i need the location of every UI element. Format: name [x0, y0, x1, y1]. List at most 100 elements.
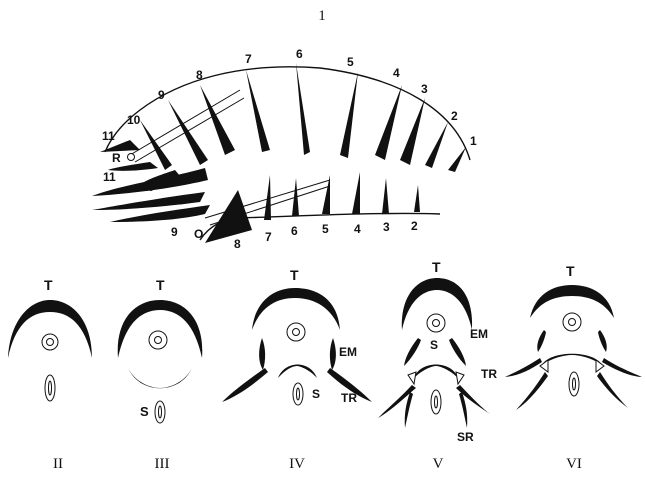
- section-iv-numeral: IV: [289, 456, 305, 472]
- section-v-numeral: V: [433, 456, 444, 472]
- section-iv-em-label: EM: [339, 345, 357, 359]
- section-iii-nerve-core: [159, 406, 162, 418]
- section-vi-t-label: T: [566, 263, 575, 279]
- section-vi-nerve-cord: [569, 372, 579, 396]
- sternite-label-10: 10: [141, 180, 155, 194]
- section-iii-t-label: T: [156, 277, 165, 293]
- section-v-sternum: [414, 365, 458, 379]
- section-iv-nerve-core: [297, 388, 300, 400]
- section-v-s-label: S: [430, 338, 438, 352]
- section-v-em-right: [449, 338, 466, 366]
- section-iii-numeral: III: [155, 456, 170, 472]
- tergite-label-2: 2: [451, 109, 458, 123]
- sternite-label-5: 5: [322, 222, 329, 236]
- section-iv-nerve-cord: [293, 383, 303, 405]
- sternite-band-3: [382, 178, 389, 214]
- section-ii-numeral: II: [53, 456, 63, 472]
- section-iv-tergum: [252, 288, 340, 330]
- section-ii-gut-outer: [42, 334, 58, 350]
- section-iv-tr-left: [222, 368, 268, 402]
- sternite-label-3: 3: [383, 220, 390, 234]
- tergite-label-1: 1: [470, 134, 477, 148]
- section-iv-em-right: [330, 338, 336, 370]
- anal-circle: [128, 154, 135, 161]
- section-ii-gut-inner: [47, 339, 54, 346]
- tergite-label-11: 11: [102, 129, 115, 143]
- section-iii-nerve-cord: [155, 401, 165, 423]
- section-vi-tr-left-upper: [505, 358, 542, 377]
- section-iii-gut-inner: [155, 337, 162, 344]
- section-iii-sternum: [128, 368, 192, 388]
- section-iv-s-label: S: [312, 387, 320, 401]
- tergite-label-10: 10: [127, 113, 141, 127]
- sternite-label-4: 4: [354, 222, 361, 236]
- section-v-sr-label: SR: [457, 430, 474, 444]
- section-v-nerve-cord: [431, 390, 441, 414]
- section-v-nerve-core: [435, 396, 438, 408]
- section-vi-numeral: VI: [566, 456, 582, 472]
- section-vi-em-left: [537, 330, 546, 352]
- sternite-band-8: [205, 190, 252, 243]
- sternite-band-7: [264, 175, 271, 220]
- section-iv-gut-outer: [287, 323, 305, 341]
- section-ii-t-label: T: [44, 277, 53, 293]
- section-iii-gut-outer: [149, 331, 167, 349]
- section-iv-t-label: T: [290, 267, 299, 283]
- sternite-label-8: 8: [234, 237, 241, 251]
- tergite-label-4: 4: [393, 66, 400, 80]
- section-iv-gut-inner: [293, 329, 300, 336]
- section-vi-tr-left-lower: [516, 372, 548, 410]
- section-ii-tergum: [8, 300, 92, 358]
- section-ii-nerve-cord: [45, 375, 55, 401]
- tergite-band-4: [375, 85, 402, 160]
- section-v-notch-left: [408, 372, 416, 384]
- tergite-band-9: [168, 100, 208, 165]
- section-v-sr-left: [405, 392, 413, 428]
- cross-section-ii: T II: [8, 277, 92, 472]
- section-v-tergum: [402, 278, 472, 330]
- sternite-label-9: 9: [171, 225, 178, 239]
- tergite-label-9: 9: [158, 88, 165, 102]
- section-iii-s-label: S: [140, 404, 149, 419]
- cross-section-iv: T EM S TR IV: [222, 267, 372, 472]
- section-iv-sternum: [278, 365, 317, 379]
- abdomen-lateral-view: 1 2 3 4 5 6 7 8 9 10 11 R 11 10 9 O 8 7 …: [92, 47, 477, 251]
- sternite-label-6: 6: [291, 224, 298, 238]
- tergite-label-6: 6: [296, 47, 303, 61]
- label-o: O: [194, 227, 203, 241]
- tergite-band-6: [296, 63, 310, 155]
- section-iv-tr-label: TR: [341, 391, 357, 405]
- tergite-band-10: [140, 120, 172, 170]
- section-v-t-label: T: [432, 259, 441, 275]
- figure-number: 1: [318, 8, 326, 24]
- tergite-label-3: 3: [421, 82, 428, 96]
- section-vi-nerve-core: [573, 378, 576, 390]
- sternite-label-11: 11: [103, 170, 116, 184]
- section-v-em-label: EM: [470, 327, 488, 341]
- section-iii-tergum: [118, 300, 203, 358]
- sternite-band-4: [352, 172, 360, 214]
- section-vi-tr-right-upper: [602, 358, 642, 377]
- sternite-label-2: 2: [411, 219, 418, 233]
- tergite-band-2: [425, 122, 448, 168]
- section-v-notch-right: [456, 372, 464, 384]
- tergite-band-3: [400, 98, 425, 165]
- section-v-sr-right: [459, 392, 467, 428]
- dorsal-outline: [105, 67, 470, 160]
- section-vi-gut-inner: [569, 319, 576, 326]
- tergite-label-8: 8: [196, 68, 203, 82]
- label-r: R: [112, 151, 121, 165]
- cross-section-vi: T VI: [505, 263, 642, 472]
- tergite-label-7: 7: [245, 52, 252, 66]
- tergite-band-5: [340, 72, 358, 158]
- section-v-tr-label: TR: [481, 367, 497, 381]
- sternite-label-7: 7: [265, 230, 272, 244]
- tergite-label-5: 5: [347, 55, 354, 69]
- section-iv-em-left: [259, 338, 265, 370]
- tergite-band-1: [448, 147, 466, 172]
- section-v-em-left: [404, 338, 421, 366]
- section-vi-sternum: [542, 354, 602, 365]
- section-vi-em-right: [598, 330, 607, 352]
- section-v-gut-outer: [427, 314, 445, 332]
